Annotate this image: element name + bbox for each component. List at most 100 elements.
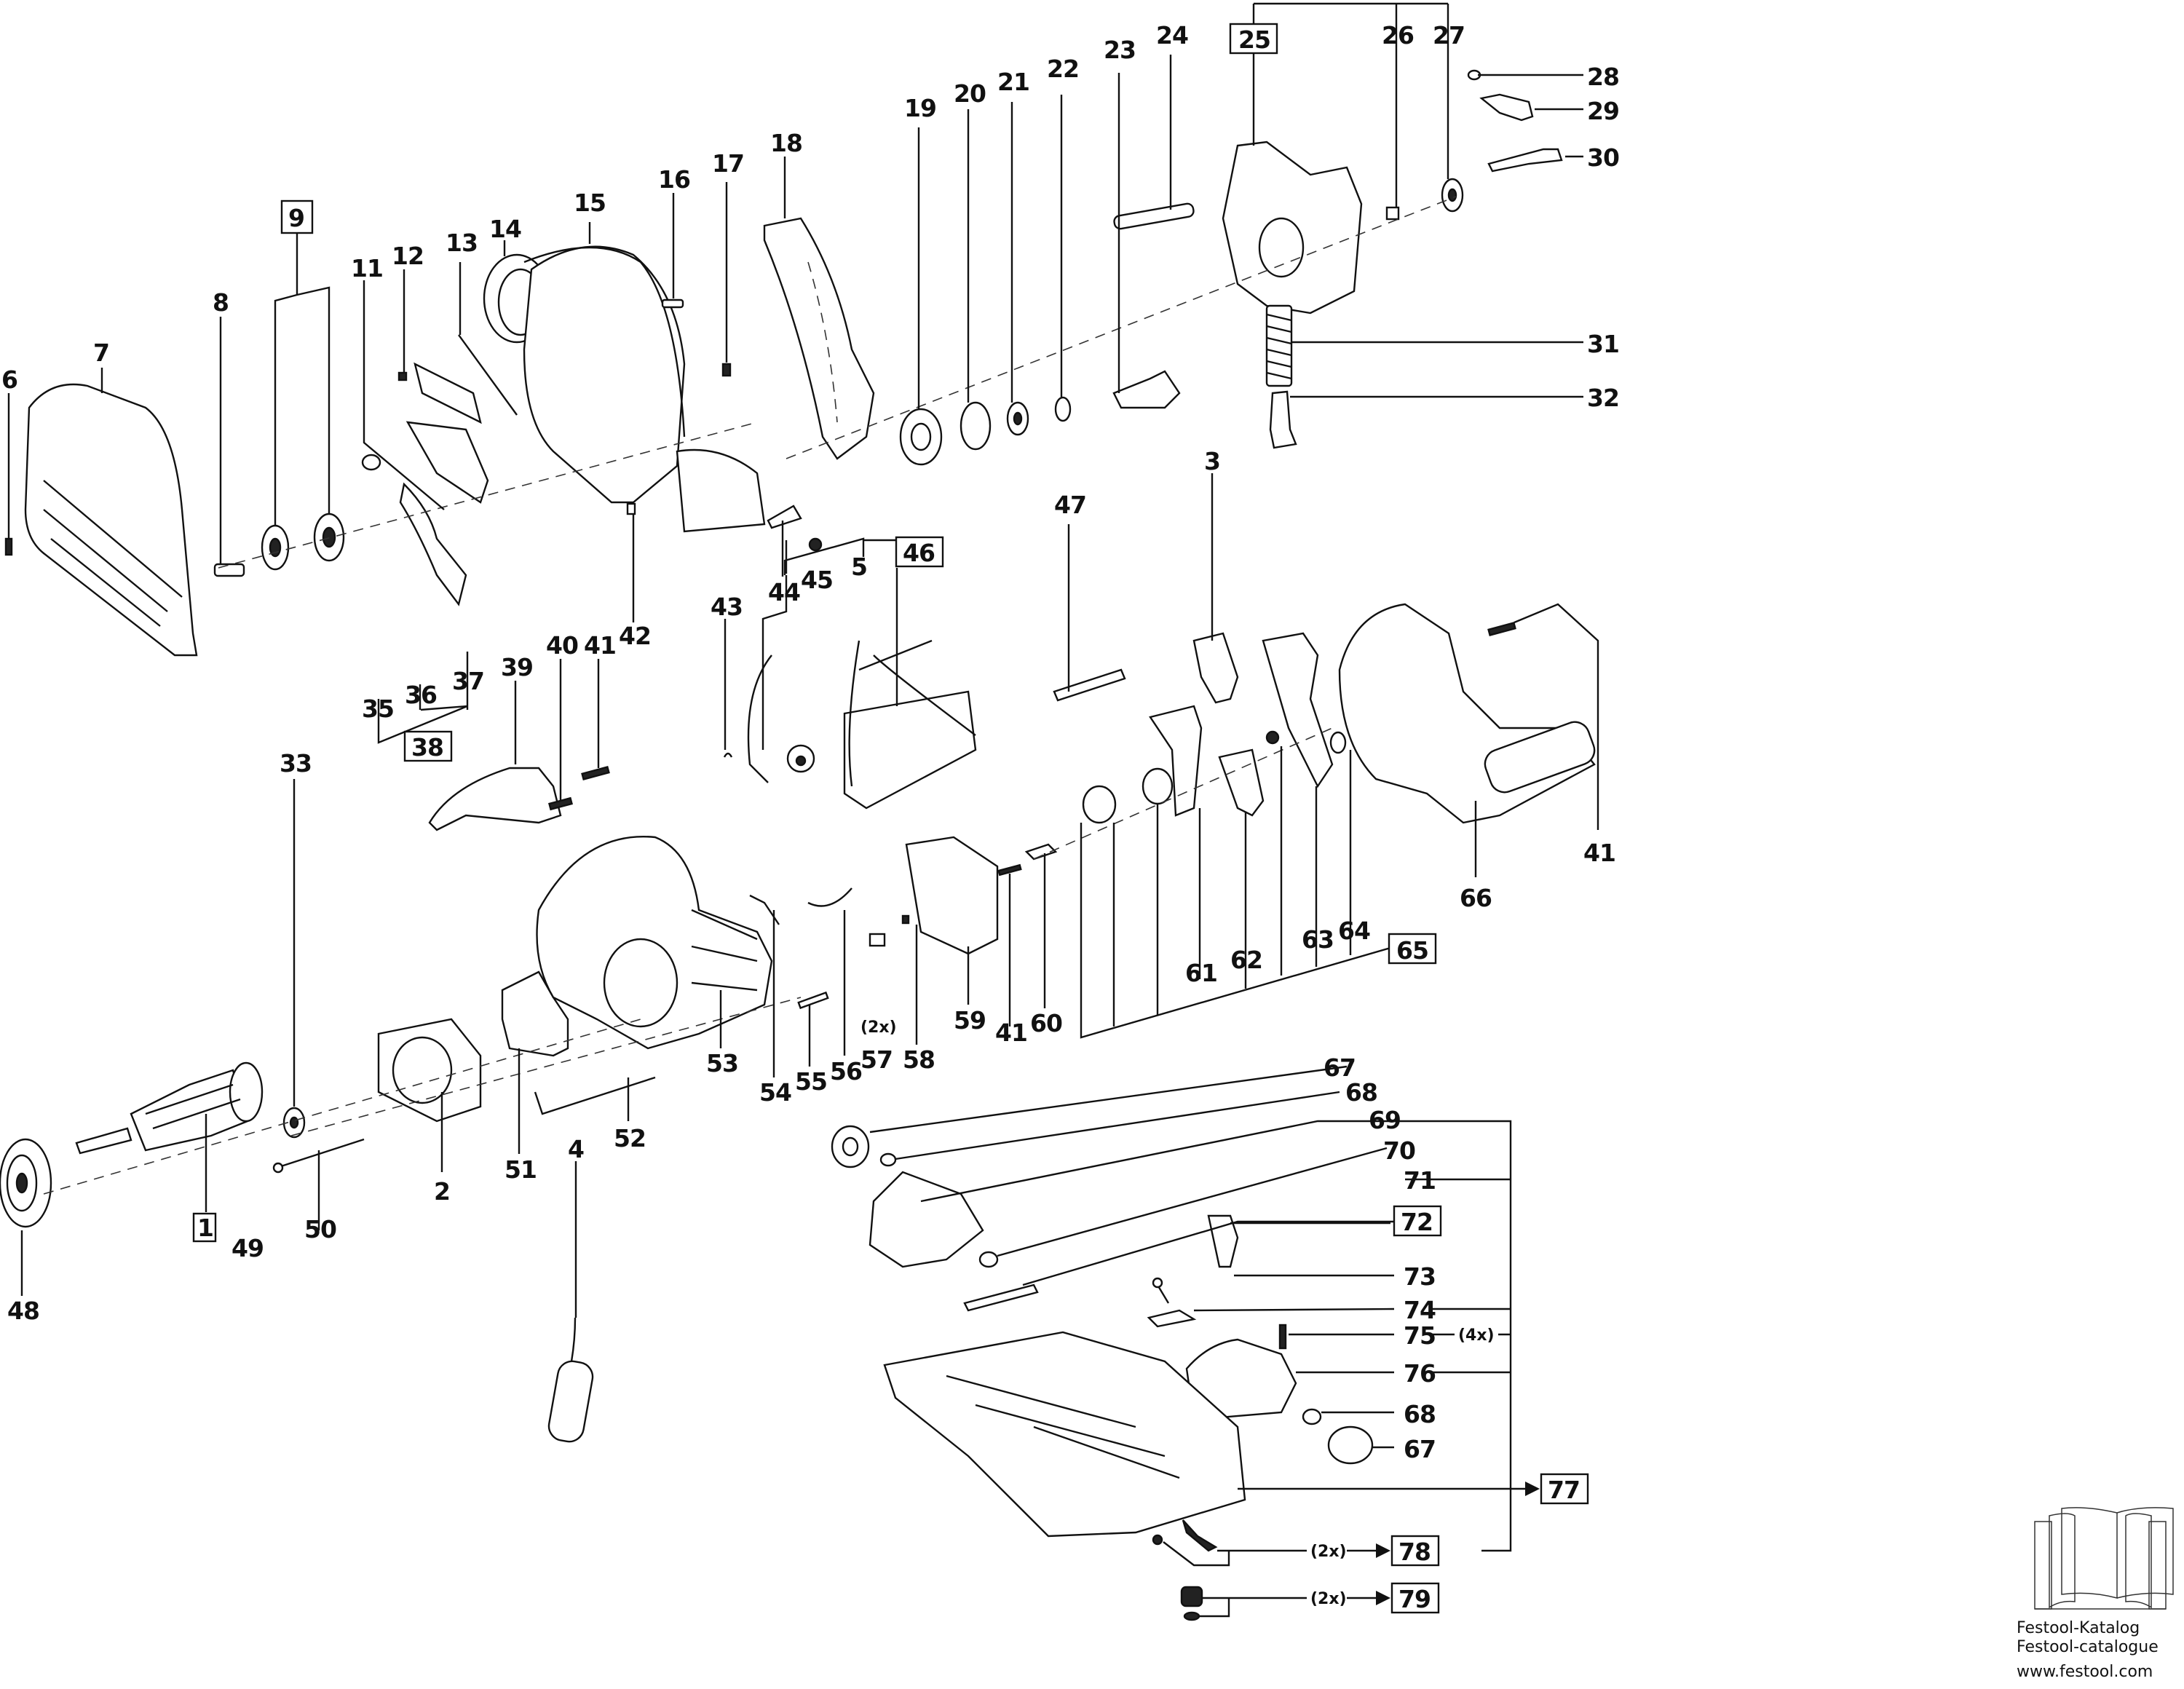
part-2-stator xyxy=(377,1018,482,1123)
label-60: 60 xyxy=(1030,1009,1062,1037)
part-71-strip xyxy=(963,1283,1039,1312)
label-52: 52 xyxy=(614,1124,646,1152)
label-27: 27 xyxy=(1433,21,1465,50)
part-11-bracket xyxy=(414,362,482,424)
assembly-axes xyxy=(43,196,1457,1195)
label-37: 37 xyxy=(452,667,484,695)
part-41-screw-right xyxy=(1487,622,1516,636)
label-35: 35 xyxy=(362,695,394,723)
part-69-depth-stop xyxy=(869,1171,984,1268)
part-36-lever xyxy=(399,482,467,606)
part-56-wire xyxy=(807,887,852,907)
label-18: 18 xyxy=(770,129,802,157)
part-5-switch xyxy=(747,654,815,783)
label-36: 36 xyxy=(405,681,437,709)
part-37-riving-knife-bracket xyxy=(405,421,489,504)
callout-labels: 1 2 3 4 5 6 7 8 9 11 12 13 14 15 16 17 1… xyxy=(1,21,1620,1613)
label-41-right: 41 xyxy=(1583,839,1615,867)
label-50: 50 xyxy=(304,1215,336,1243)
label-28: 28 xyxy=(1587,63,1619,91)
label-7: 7 xyxy=(93,339,109,367)
part-31-spring xyxy=(1265,304,1293,387)
label-65: 65 xyxy=(1396,936,1428,965)
part-22-circlip xyxy=(1054,396,1072,422)
parts xyxy=(0,69,1596,1621)
label-6: 6 xyxy=(1,365,17,394)
label-64: 64 xyxy=(1338,917,1370,945)
label-25: 25 xyxy=(1238,25,1270,54)
label-67-top: 67 xyxy=(1324,1053,1356,1082)
label-12: 12 xyxy=(392,242,424,270)
label-21: 21 xyxy=(997,68,1029,96)
part-23-spindle xyxy=(1112,370,1181,409)
label-63: 63 xyxy=(1302,925,1334,954)
label-32: 32 xyxy=(1587,384,1619,412)
qty-78: (2x) xyxy=(1310,1543,1347,1561)
part-40-screw xyxy=(548,796,573,811)
label-45: 45 xyxy=(801,566,833,594)
part-46-electronics-module xyxy=(843,639,977,810)
label-57: 57 xyxy=(860,1045,893,1074)
part-7-blade-guard-cover xyxy=(24,383,198,657)
label-26: 26 xyxy=(1382,21,1414,50)
part-47-brush-strip xyxy=(1053,668,1126,702)
label-boxes xyxy=(192,23,1589,1614)
label-61: 61 xyxy=(1185,959,1217,987)
label-4: 4 xyxy=(568,1135,584,1163)
label-11: 11 xyxy=(351,254,383,282)
label-78: 78 xyxy=(1398,1538,1431,1566)
label-55: 55 xyxy=(795,1067,827,1096)
label-59: 59 xyxy=(954,1006,986,1035)
part-4-power-cord xyxy=(547,1317,594,1443)
label-17: 17 xyxy=(712,149,744,178)
label-38: 38 xyxy=(411,733,443,762)
label-49: 49 xyxy=(232,1234,264,1262)
part-65-trigger-assembly xyxy=(1082,632,1347,824)
part-42-screw xyxy=(626,502,636,515)
part-32-latch xyxy=(1269,390,1297,449)
label-20: 20 xyxy=(954,79,986,108)
label-79: 79 xyxy=(1398,1585,1431,1613)
label-77: 77 xyxy=(1548,1476,1580,1504)
part-68-washer-top xyxy=(879,1152,897,1167)
part-45-nut xyxy=(808,537,823,552)
label-58: 58 xyxy=(903,1045,935,1074)
label-1: 1 xyxy=(197,1214,213,1242)
label-46: 46 xyxy=(903,539,935,567)
label-2: 2 xyxy=(434,1177,450,1206)
part-6-screw xyxy=(4,537,13,556)
label-67-lower: 67 xyxy=(1404,1435,1436,1463)
part-75-screw xyxy=(1278,1324,1287,1350)
part-43-clip xyxy=(723,752,733,758)
label-8: 8 xyxy=(213,288,229,317)
part-44-clip xyxy=(767,505,802,529)
label-68-lower: 68 xyxy=(1404,1400,1436,1428)
part-16-screw xyxy=(661,298,684,309)
label-22: 22 xyxy=(1047,55,1079,83)
part-78-clamp xyxy=(1182,1519,1218,1552)
part-67-knob-lower xyxy=(1327,1425,1374,1465)
label-33: 33 xyxy=(280,749,312,778)
label-76: 76 xyxy=(1404,1359,1436,1388)
catalog-url[interactable]: www.festool.com xyxy=(2017,1663,2153,1681)
part-50-rod xyxy=(276,1138,365,1169)
part-66-rear-handle xyxy=(1338,603,1596,824)
part-41-screw-mid xyxy=(997,863,1022,877)
part-68-washer-lower xyxy=(1302,1408,1322,1425)
label-15: 15 xyxy=(574,189,606,217)
part-48-fan xyxy=(0,1138,52,1228)
label-73: 73 xyxy=(1404,1262,1436,1291)
label-9: 9 xyxy=(288,204,304,232)
part-13-rod xyxy=(458,334,518,416)
label-54: 54 xyxy=(759,1078,791,1107)
label-41-mid: 41 xyxy=(995,1018,1027,1047)
label-5: 5 xyxy=(851,553,867,581)
part-76-bracket xyxy=(1185,1338,1297,1421)
part-52-hex-key xyxy=(534,1076,656,1115)
part-29-lever xyxy=(1479,93,1534,122)
label-13: 13 xyxy=(446,229,478,257)
label-43: 43 xyxy=(711,593,743,621)
label-41-left: 41 xyxy=(584,631,616,660)
part-1-armature xyxy=(75,1061,264,1155)
